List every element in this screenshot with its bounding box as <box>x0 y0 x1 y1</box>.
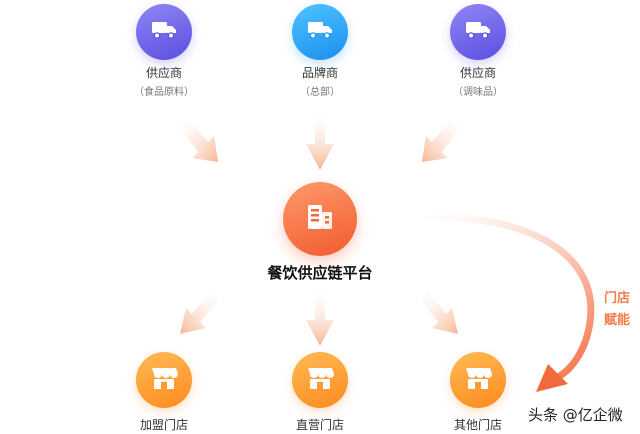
direct-store-node <box>292 352 348 408</box>
franchise-store-node <box>136 352 192 408</box>
supply-chain-platform-node <box>283 182 357 256</box>
brand-hq-node <box>292 4 348 60</box>
direct-store-label: 直营门店 <box>295 418 345 432</box>
arrow-out-center <box>306 290 334 346</box>
arrow-out-left <box>180 292 220 334</box>
watermark: 头条 @亿企微 <box>528 406 623 424</box>
brand-hq-sub: （总部） <box>300 87 340 98</box>
arrow-in-left <box>180 120 218 162</box>
supplier-food-label: 供应商 <box>145 66 183 80</box>
truck-icon <box>151 20 177 44</box>
supplier-seasoning-node <box>450 4 506 60</box>
arrow-in-center <box>306 112 334 170</box>
storefront-icon <box>464 366 492 394</box>
arrow-in-right <box>422 120 460 162</box>
truck-icon <box>307 20 333 44</box>
store-empowerment-line2: 赋能 <box>604 313 631 328</box>
other-store-node <box>450 352 506 408</box>
supplier-food-node <box>136 4 192 60</box>
brand-hq-label: 品牌商 <box>301 66 339 80</box>
other-store-label: 其他门店 <box>453 418 503 432</box>
franchise-store-label: 加盟门店 <box>139 418 189 432</box>
storefront-icon <box>306 366 334 394</box>
supplier-food-sub: （食品原料） <box>134 87 194 98</box>
building-icon <box>304 201 336 237</box>
truck-icon <box>465 20 491 44</box>
store-empowerment-line1: 门店 <box>604 291 631 306</box>
supplier-seasoning-sub: （调味品） <box>453 87 503 98</box>
store-empowerment-label: 门店 赋能 <box>604 288 630 332</box>
supplier-seasoning-label: 供应商 <box>459 66 497 80</box>
supply-chain-platform-label: 餐饮供应链平台 <box>267 264 373 282</box>
arrow-out-right <box>420 292 458 334</box>
arrow-empowerment-curve <box>414 213 595 392</box>
storefront-icon <box>150 366 178 394</box>
